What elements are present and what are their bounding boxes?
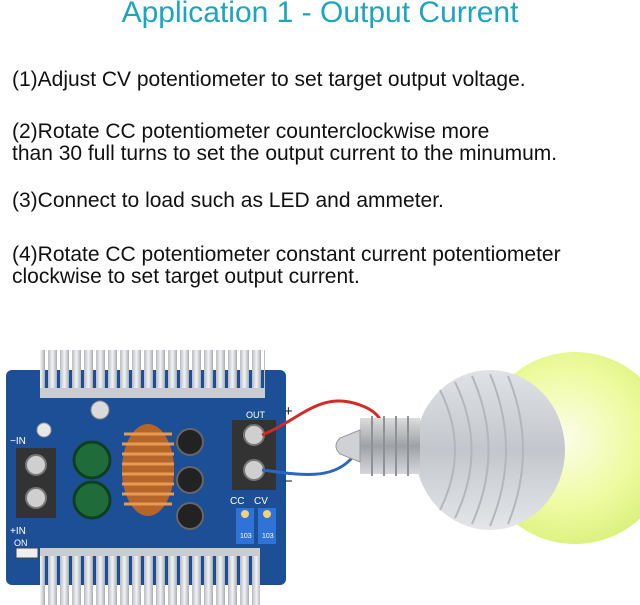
- led-bulb-image: [335, 352, 640, 544]
- step-4-line-2: clockwise to set target output current.: [12, 265, 360, 288]
- label-out: OUT: [246, 410, 266, 420]
- step-2-line-1: (2)Rotate CC potentiometer counterclockw…: [12, 120, 490, 143]
- label-out-plus: +: [284, 403, 293, 420]
- label-in-plus: +IN: [10, 526, 26, 537]
- step-1: (1)Adjust CV potentiometer to set target…: [12, 68, 526, 91]
- product-photo: OUT + − −IN +IN ON CC CV 103 103: [6, 350, 640, 605]
- label-cc: CC: [230, 496, 244, 507]
- label-in-minus: −IN: [10, 436, 26, 447]
- label-pot-cv: 103: [262, 533, 274, 540]
- step-2: (2)Rotate CC potentiometer counterclockw…: [12, 121, 557, 165]
- label-pot-cc: 103: [240, 533, 252, 540]
- page-title: Application 1 - Output Current: [121, 0, 519, 29]
- step-3: (3)Connect to load such as LED and ammet…: [12, 189, 444, 212]
- step-4-line-1: (4)Rotate CC potentiometer constant curr…: [12, 243, 561, 266]
- step-2-line-2: than 30 full turns to set the output cur…: [12, 142, 558, 165]
- step-4: (4)Rotate CC potentiometer constant curr…: [12, 244, 561, 288]
- label-cv: CV: [254, 496, 268, 507]
- label-out-minus: −: [284, 473, 293, 490]
- board-image: [6, 350, 286, 605]
- label-on: ON: [14, 538, 28, 548]
